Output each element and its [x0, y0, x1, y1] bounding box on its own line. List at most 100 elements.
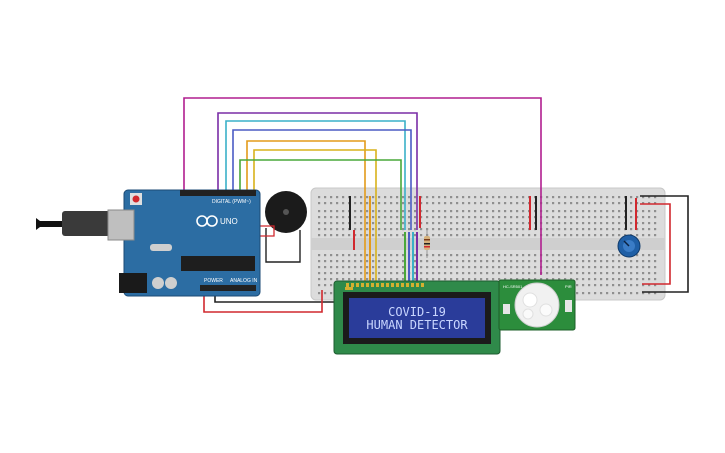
breadboard-hole [474, 228, 477, 231]
breadboard-hole [330, 272, 333, 275]
wire-red-power [203, 290, 323, 313]
breadboard-hole [336, 210, 339, 213]
breadboard-hole [462, 278, 465, 281]
lcd-pin [346, 283, 349, 287]
pir-left-label: HC-SR501 [503, 284, 523, 289]
breadboard-hole [396, 202, 399, 205]
breadboard-hole [498, 210, 501, 213]
breadboard-hole [480, 210, 483, 213]
breadboard-hole [582, 196, 585, 199]
breadboard-hole [492, 228, 495, 231]
breadboard-hole [384, 260, 387, 263]
breadboard-hole [636, 272, 639, 275]
breadboard-hole [642, 278, 645, 281]
breadboard-hole [588, 228, 591, 231]
breadboard-hole [468, 228, 471, 231]
breadboard-hole [564, 202, 567, 205]
breadboard-hole [648, 216, 651, 219]
breadboard-hole [318, 284, 321, 287]
breadboard-hole [462, 272, 465, 275]
breadboard-hole [420, 222, 423, 225]
breadboard-hole [534, 266, 537, 269]
potentiometer[interactable] [617, 234, 641, 258]
resistor[interactable] [424, 228, 430, 258]
lcd-16x2[interactable]: COVID-19 HUMAN DETECTOR [333, 280, 501, 355]
breadboard-hole [366, 272, 369, 275]
breadboard-hole [372, 254, 375, 257]
lcd-pin [366, 283, 369, 287]
breadboard-hole [582, 292, 585, 295]
breadboard-hole [438, 202, 441, 205]
breadboard-hole [390, 234, 393, 237]
breadboard-hole [642, 196, 645, 199]
breadboard-hole [504, 254, 507, 257]
breadboard-hole [330, 228, 333, 231]
breadboard-hole [612, 260, 615, 263]
breadboard-hole [552, 272, 555, 275]
breadboard-hole [564, 222, 567, 225]
breadboard-hole [414, 234, 417, 237]
breadboard-hole [378, 234, 381, 237]
breadboard-hole [360, 278, 363, 281]
breadboard-hole [390, 210, 393, 213]
breadboard-hole [366, 228, 369, 231]
wire-bundle-digital [183, 97, 542, 282]
breadboard-hole [510, 228, 513, 231]
wire-purple [217, 112, 418, 230]
breadboard-hole [366, 216, 369, 219]
breadboard-hole [456, 266, 459, 269]
breadboard-hole [330, 216, 333, 219]
arduino-uno[interactable]: UNO DIGITAL (PWM~) ANALOG IN POWER [36, 189, 261, 297]
breadboard-hole [630, 196, 633, 199]
lcd-pin [411, 283, 414, 287]
breadboard-hole [480, 196, 483, 199]
breadboard-hole [510, 260, 513, 263]
breadboard-hole [342, 272, 345, 275]
breadboard-hole [324, 260, 327, 263]
breadboard-hole [654, 216, 657, 219]
breadboard-hole [486, 202, 489, 205]
breadboard-hole [366, 196, 369, 199]
breadboard-hole [606, 228, 609, 231]
breadboard-hole [492, 272, 495, 275]
breadboard-hole [618, 196, 621, 199]
breadboard-hole [468, 234, 471, 237]
breadboard-hole [420, 228, 423, 231]
breadboard-hole [444, 222, 447, 225]
breadboard-hole [414, 272, 417, 275]
breadboard-hole [492, 196, 495, 199]
breadboard-hole [618, 292, 621, 295]
pir-sensor[interactable]: HC-SR501 PIR [498, 279, 576, 331]
breadboard-hole [486, 234, 489, 237]
breadboard-hole [336, 272, 339, 275]
breadboard-hole [654, 278, 657, 281]
breadboard-hole [588, 278, 591, 281]
breadboard-hole [576, 272, 579, 275]
breadboard-hole [504, 260, 507, 263]
breadboard-hole [600, 228, 603, 231]
breadboard-hole [642, 228, 645, 231]
breadboard-hole [516, 210, 519, 213]
breadboard-hole [588, 266, 591, 269]
breadboard-hole [402, 196, 405, 199]
breadboard-hole [390, 196, 393, 199]
breadboard-hole [330, 234, 333, 237]
breadboard-hole [546, 210, 549, 213]
breadboard-hole [624, 284, 627, 287]
breadboard-hole [594, 234, 597, 237]
breadboard-hole [318, 210, 321, 213]
breadboard-hole [600, 260, 603, 263]
breadboard-hole [360, 272, 363, 275]
lcd-screen [349, 298, 485, 338]
breadboard-hole [324, 284, 327, 287]
breadboard-hole [456, 196, 459, 199]
breadboard-hole [588, 196, 591, 199]
breadboard-hole [582, 266, 585, 269]
breadboard-hole [498, 278, 501, 281]
breadboard-hole [546, 216, 549, 219]
breadboard-hole [636, 228, 639, 231]
breadboard-hole [372, 210, 375, 213]
breadboard-hole [366, 210, 369, 213]
breadboard-hole [378, 272, 381, 275]
breadboard-hole [420, 202, 423, 205]
